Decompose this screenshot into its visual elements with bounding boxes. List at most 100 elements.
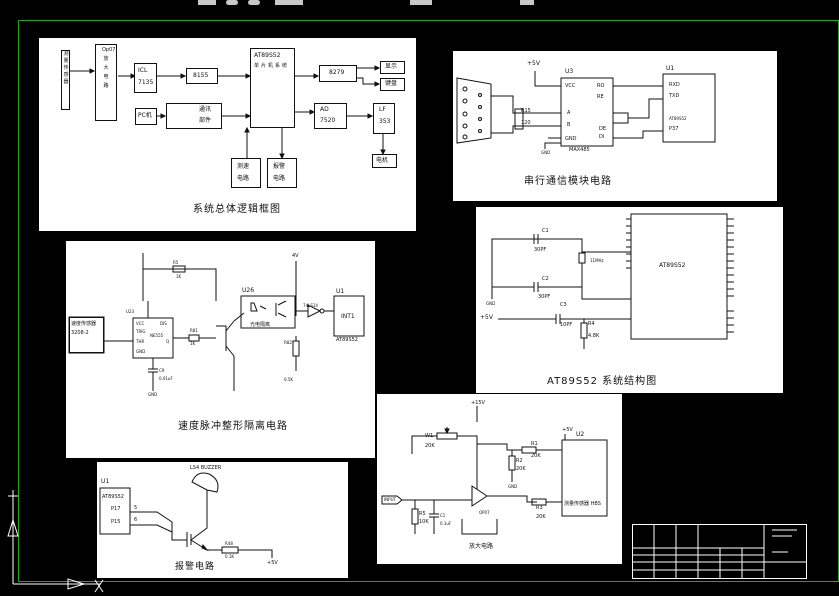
- icl-label: ICL: [138, 67, 148, 74]
- system-c1v: 30PF: [534, 247, 547, 253]
- speed-r82: R82: [284, 340, 292, 345]
- ad7520-block: [314, 103, 347, 129]
- speed-c9-val: 0.01uF: [159, 376, 173, 381]
- system-gnd: GND: [486, 301, 496, 306]
- speed-sensor-label: 速度传感器3208-2: [71, 321, 97, 336]
- speed-r81: R81: [190, 328, 198, 333]
- speed-pin-dis: DIS: [160, 321, 167, 326]
- amp-r1: R1: [531, 441, 538, 447]
- speed-opto: 光电隔离: [250, 322, 271, 328]
- comm-label-2: 部件: [199, 117, 212, 124]
- max-pin-gnd: GND: [565, 136, 577, 142]
- amp-sensor: 测量传感器 HBS: [564, 501, 601, 507]
- toolbar-button[interactable]: [275, 0, 303, 5]
- b8279-label: 8279: [329, 69, 345, 76]
- toolbar-button[interactable]: [248, 0, 260, 5]
- at-chip-label: AT89S52: [669, 116, 687, 121]
- system-structure-panel: AT89S52 C1 30PF C2 30PF C3 10PF 11MHz R4…: [476, 207, 783, 393]
- speed-u26: U26: [242, 287, 255, 294]
- serial-wires: [456, 71, 716, 149]
- amp-r2-val: 20K: [516, 466, 526, 472]
- speed-vcc: 4V: [292, 253, 299, 259]
- max-pin-a: A: [567, 110, 571, 116]
- keyboard-block: [380, 78, 405, 91]
- max-pin-re: RE: [597, 94, 604, 100]
- amplifier-panel: +15V +5V W1 20K R1 20K R2 20K R3 20K R5 …: [377, 394, 622, 564]
- speed-inv: 74LS14: [303, 303, 318, 308]
- amp-u2: U2: [576, 431, 585, 438]
- lf-num-label: 353: [379, 118, 391, 125]
- at89s52-block: [250, 48, 295, 128]
- speed-label: 测速: [237, 163, 250, 170]
- top-toolbar-strip: [0, 0, 839, 8]
- amp-r5-val: 10K: [419, 519, 429, 525]
- amp-vcc: +15V: [471, 400, 485, 406]
- alarm-r-val: 0.1K: [225, 554, 234, 559]
- speed-shaping-panel: 速度传感器3208-2 U23 NE555 VCC TRIG THR GND D…: [66, 241, 375, 458]
- serial-vcc: +5V: [527, 60, 540, 67]
- toolbar-button[interactable]: [198, 0, 216, 5]
- serial-comm-panel: +5V U3 U1 VCC A B GND RO RE DE DI MAX485…: [453, 51, 777, 201]
- max-pin-di: DI: [599, 134, 605, 140]
- amp-r3-val: 20K: [536, 514, 546, 520]
- system-c3v: 10PF: [560, 322, 573, 328]
- max-pin-de: DE: [599, 126, 607, 132]
- alarm-wires: [99, 472, 273, 558]
- speed-c9: C9: [159, 368, 165, 373]
- speed-pin-thr: THR: [136, 339, 145, 344]
- alarm-p15: P15: [111, 519, 121, 525]
- amp-r1-val: 20K: [531, 453, 541, 459]
- alarm-vcc: +5V: [267, 560, 278, 566]
- speed-gnd: GND: [148, 392, 158, 397]
- amp-gnd: GND: [508, 484, 518, 489]
- speed-wires: [68, 253, 365, 391]
- alarm-buzzer: LS4 BUZZER: [190, 465, 222, 471]
- serial-u3: U3: [565, 68, 574, 75]
- overall-wires: [69, 65, 386, 160]
- at89-sys-label: 单片机系统: [254, 63, 290, 69]
- alarm-n5: 5: [134, 505, 138, 511]
- serial-gnd: GND: [541, 150, 551, 155]
- pc-block: [135, 108, 157, 125]
- max-pin-b: B: [567, 122, 571, 128]
- alarm-label: 报警: [273, 163, 286, 170]
- system-c2v: 30PF: [538, 294, 551, 300]
- speed-pin-q: Q: [166, 339, 170, 344]
- speed-ne555: NE555: [150, 333, 164, 338]
- speed-u1: U1: [336, 288, 345, 295]
- speed-r82-val: 0.5K: [284, 377, 293, 382]
- speed-pin-gnd: GND: [136, 349, 146, 354]
- speed-u23: U23: [126, 309, 135, 314]
- overall-caption: 系统总体逻辑框图: [193, 204, 281, 215]
- motor-block: [372, 154, 397, 168]
- title-block: [632, 524, 807, 579]
- toolbar-button[interactable]: [410, 0, 432, 5]
- speed-r81-val: 1K: [190, 341, 196, 346]
- system-xtal: 11MHz: [590, 258, 604, 263]
- at-pin-txd: TXD: [669, 93, 680, 99]
- toolbar-button[interactable]: [520, 0, 534, 5]
- amp-c1-val: 0.1uF: [440, 521, 452, 526]
- ucs-axis-icon: [7, 490, 104, 593]
- speed-r-top: R5: [173, 260, 179, 265]
- max-pin-vcc: VCC: [565, 83, 576, 89]
- ad-label: AD: [320, 106, 329, 113]
- amp-input: INPUT: [384, 497, 396, 502]
- op07-block: [95, 44, 117, 121]
- alarm-panel: U1 AT89S52 P17 P15 5 6 LS4 BUZZER R48 0.…: [97, 462, 348, 578]
- b8155-block: [186, 68, 218, 84]
- speed-caption: 速度脉冲整形隔离电路: [178, 421, 288, 432]
- b8279-block: [319, 65, 357, 82]
- speed-label-2: 电路: [237, 175, 250, 182]
- amplifier-wires: [381, 406, 608, 535]
- speed-pin-vcc: VCC: [136, 321, 145, 326]
- system-c1: C1: [542, 228, 549, 234]
- system-caption: AT89S52 系统结构图: [547, 376, 658, 387]
- speed-pin-trig: TRIG: [136, 329, 146, 334]
- amp-caption: 放大电路: [469, 543, 494, 550]
- toolbar-button[interactable]: [226, 0, 238, 5]
- sensor-block: [61, 50, 70, 110]
- keyboard-label: 键盘: [385, 80, 398, 87]
- alarm-p17: P17: [111, 506, 121, 512]
- amp-r2: R2: [516, 458, 523, 464]
